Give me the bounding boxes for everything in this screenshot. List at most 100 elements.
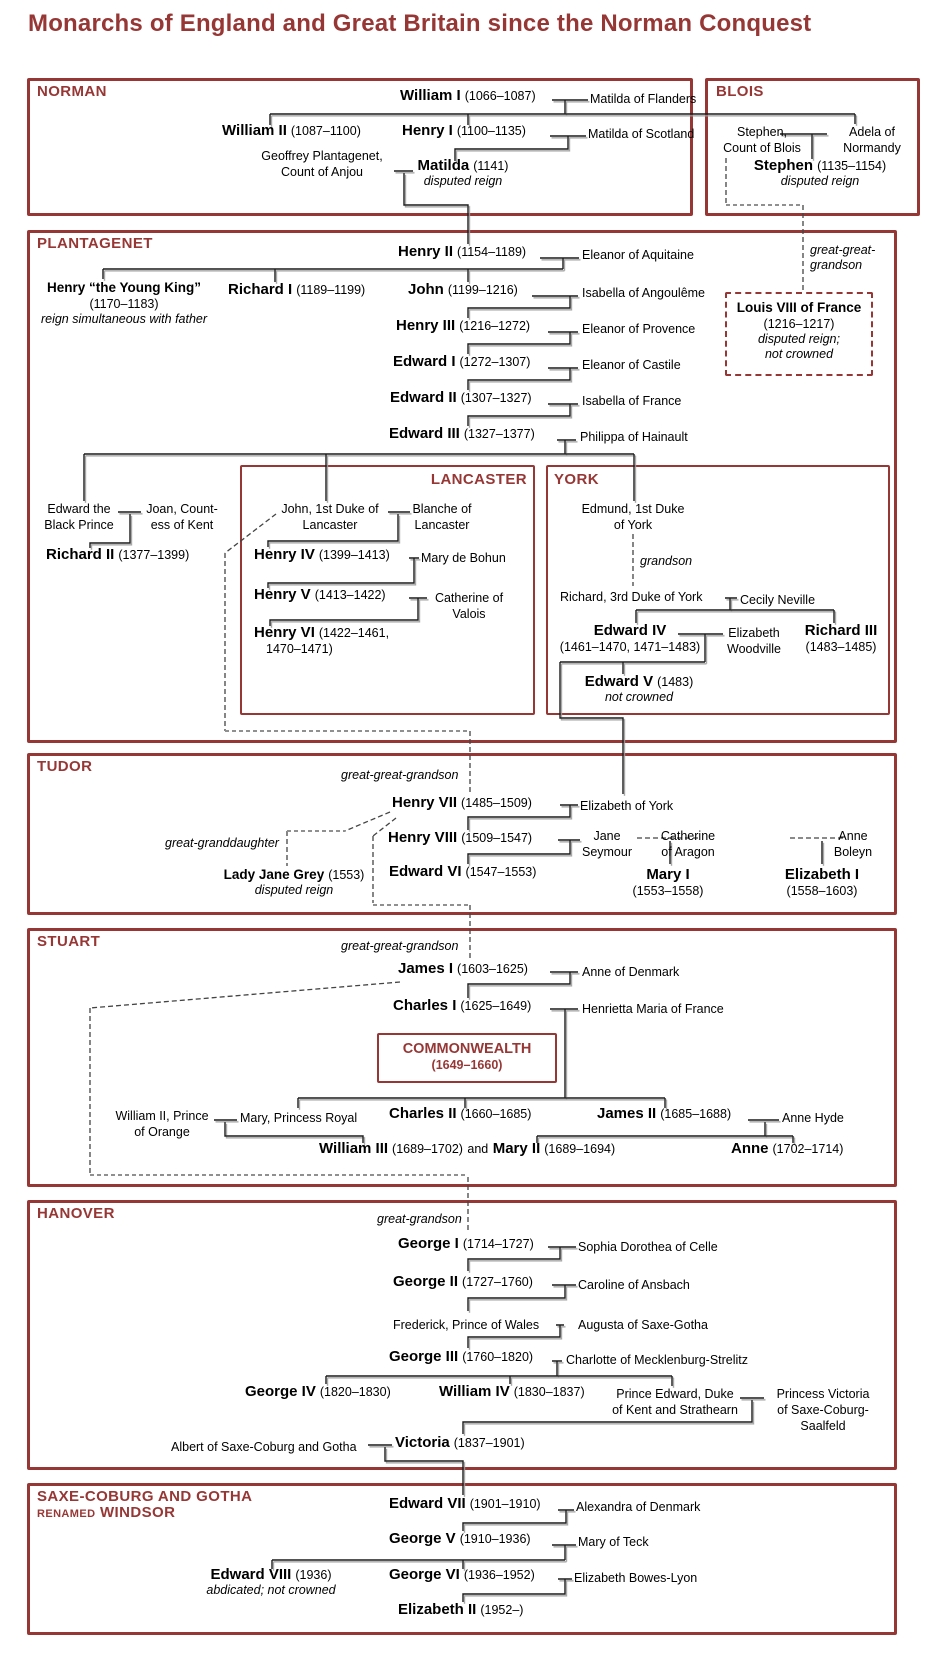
spouse-sophia-celle: Sophia Dorothea of Celle [578, 1240, 718, 1254]
section-header-york: YORK [554, 471, 599, 488]
section-header-tudor: TUDOR [37, 758, 93, 775]
person-richard-3rd-duke: Richard, 3rd Duke of York [560, 590, 703, 604]
blois-section-box [705, 78, 920, 216]
monarch-william3-mary2: William III(1689–1702) and Mary II(1689–… [319, 1140, 616, 1157]
spouse-blanche: Blanche of Lancaster [412, 502, 472, 532]
section-header-hanover: HANOVER [37, 1205, 115, 1222]
monarch-young-king: Henry “the Young King” (1170–1183) reign… [40, 280, 208, 326]
monarch-william2: William II(1087–1100) [222, 122, 361, 139]
saxe-section-box [27, 1483, 897, 1635]
relation-label-ggg-stuart: great-great-grandson [341, 939, 459, 953]
monarch-john: John(1199–1216) [408, 281, 518, 298]
spouse-catherine-valois: Catherine of Valois [434, 591, 504, 621]
monarch-anne: Anne(1702–1714) [731, 1140, 844, 1157]
spouse-caroline-ansbach: Caroline of Ansbach [578, 1278, 690, 1292]
spouse-joan-kent: Joan, Count- ess of Kent [146, 502, 218, 532]
monarch-matilda: Matilda(1141) disputed reign [417, 157, 509, 189]
monarch-george5: George V(1910–1936) [389, 1530, 531, 1547]
relation-label-great-grandson: great-grandson [377, 1212, 462, 1226]
spouse-henrietta-maria: Henrietta Maria of France [582, 1002, 724, 1016]
monarch-william4: William IV(1830–1837) [439, 1383, 585, 1400]
person-mary-princess-royal: Mary, Princess Royal [240, 1111, 358, 1125]
monarch-george1: George I(1714–1727) [398, 1235, 534, 1252]
monarch-elizabeth1: Elizabeth I (1558–1603) [784, 866, 860, 899]
monarch-henry5: Henry V(1413–1422) [254, 586, 386, 603]
person-black-prince: Edward the Black Prince [44, 502, 114, 532]
section-header-lancaster: LANCASTER [430, 471, 527, 488]
commonwealth-box [377, 1033, 557, 1083]
section-header-blois: BLOIS [716, 83, 764, 100]
monarch-henry2: Henry II(1154–1189) [398, 243, 527, 260]
spouse-elizabeth-bowes-lyon: Elizabeth Bowes-Lyon [574, 1571, 698, 1585]
monarch-richard1: Richard I(1189–1199) [228, 281, 366, 298]
lancaster-section-box [240, 465, 535, 715]
spouse-anne-hyde: Anne Hyde [782, 1111, 844, 1125]
spouse-cecily-neville: Cecily Neville [740, 593, 816, 607]
section-header-stuart: STUART [37, 933, 101, 950]
relation-label-ggg-tudor: great-great-grandson [341, 768, 459, 782]
tudor-section-box [27, 753, 897, 915]
person-john-gaunt: John, 1st Duke of Lancaster [281, 502, 379, 532]
monarch-edward1: Edward I(1272–1307) [393, 353, 531, 370]
monarch-james1: James I(1603–1625) [398, 960, 528, 977]
monarch-charles1: Charles I(1625–1649) [393, 997, 532, 1014]
relation-label-grandson: grandson [640, 554, 693, 568]
spouse-william-orange: William II, Prince of Orange [115, 1109, 209, 1139]
monarch-george4: George IV(1820–1830) [245, 1383, 391, 1400]
monarch-edward6: Edward VI(1547–1553) [389, 863, 537, 880]
spouse-philippa-hainault: Philippa of Hainault [580, 430, 688, 444]
note-not-crowned: not crowned [604, 690, 674, 704]
monarch-elizabeth2: Elizabeth II(1952–) [398, 1601, 524, 1618]
person-prince-edward-kent: Prince Edward, Duke of Kent and Strathea… [612, 1387, 738, 1417]
spouse-eleanor-aquitaine: Eleanor of Aquitaine [582, 248, 694, 262]
commonwealth-label: COMMONWEALTH (1649–1660) [402, 1041, 532, 1072]
monarch-edward3: Edward III(1327–1377) [389, 425, 535, 442]
monarch-george3: George III(1760–1820) [389, 1348, 534, 1365]
spouse-alexandra: Alexandra of Denmark [576, 1500, 701, 1514]
spouse-elizabeth-of-york: Elizabeth of York [580, 799, 674, 813]
monarch-james2: James II(1685–1688) [597, 1105, 732, 1122]
monarch-edward4: Edward IV (1461–1470, 1471–1483) [559, 622, 701, 655]
spouse-eleanor-castile: Eleanor of Castile [582, 358, 681, 372]
spouse-isabella-angouleme: Isabella of Angoulême [582, 286, 706, 300]
section-header-norman: NORMAN [37, 83, 107, 100]
plantagenet-section-box [27, 230, 897, 743]
spouse-jane-seymour: Jane Seymour [581, 829, 633, 859]
spouse-isabella-france: Isabella of France [582, 394, 682, 408]
monarch-richard3: Richard III (1483–1485) [804, 622, 878, 655]
relation-label-great-granddaughter: great-granddaughter [165, 836, 279, 850]
monarch-william1: William I(1066–1087) [400, 87, 536, 104]
monarch-henry8: Henry VIII(1509–1547) [388, 829, 533, 846]
saxe-windsor: WINDSOR [100, 1504, 176, 1521]
spouse-adela: Adela of Normandy [843, 125, 901, 155]
spouse-eleanor-provence: Eleanor of Provence [582, 322, 696, 336]
monarch-henry4: Henry IV(1399–1413) [254, 546, 390, 563]
spouse-anne-boleyn: Anne Boleyn [833, 829, 873, 859]
person-frederick: Frederick, Prince of Wales [393, 1318, 540, 1332]
spouse-anne-denmark: Anne of Denmark [582, 965, 680, 979]
norman-section-box [27, 78, 693, 216]
monarch-lady-jane-grey: Lady Jane Grey(1553) disputed reign [223, 867, 365, 897]
spouse-charlotte: Charlotte of Mecklenburg-Strelitz [566, 1353, 749, 1367]
spouse-stephen-count: Stephen, Count of Blois [723, 125, 801, 155]
saxe-renamed: RENAMED [37, 1508, 96, 1520]
relation-label-great-great-grandson-blois: great-great- grandson [810, 243, 876, 272]
spouse-geoffrey: Geoffrey Plantagenet, Count of Anjou [261, 149, 383, 179]
page-title: Monarchs of England and Great Britain si… [28, 10, 812, 37]
note-simultaneous: reign simultaneous with father [40, 312, 208, 326]
monarch-edward8: Edward VIII(1936) abdicated; not crowned [206, 1566, 336, 1598]
monarch-richard2: Richard II(1377–1399) [46, 546, 190, 563]
monarch-henry1: Henry I(1100–1135) [402, 122, 526, 139]
monarch-victoria: Victoria(1837–1901) [395, 1434, 525, 1451]
monarch-edward7: Edward VII(1901–1910) [389, 1495, 541, 1512]
york-section-box [546, 465, 890, 715]
note-disputed-reign: disputed reign [423, 174, 503, 188]
spouse-mary-teck: Mary of Teck [578, 1535, 649, 1549]
monarch-henry3: Henry III(1216–1272) [396, 317, 531, 334]
spouse-albert: Albert of Saxe-Coburg and Gotha [171, 1440, 357, 1454]
monarch-charles2: Charles II(1660–1685) [389, 1105, 532, 1122]
monarch-stephen: Stephen(1135–1154) disputed reign [753, 157, 887, 189]
monarch-edward2: Edward II(1307–1327) [390, 389, 532, 406]
